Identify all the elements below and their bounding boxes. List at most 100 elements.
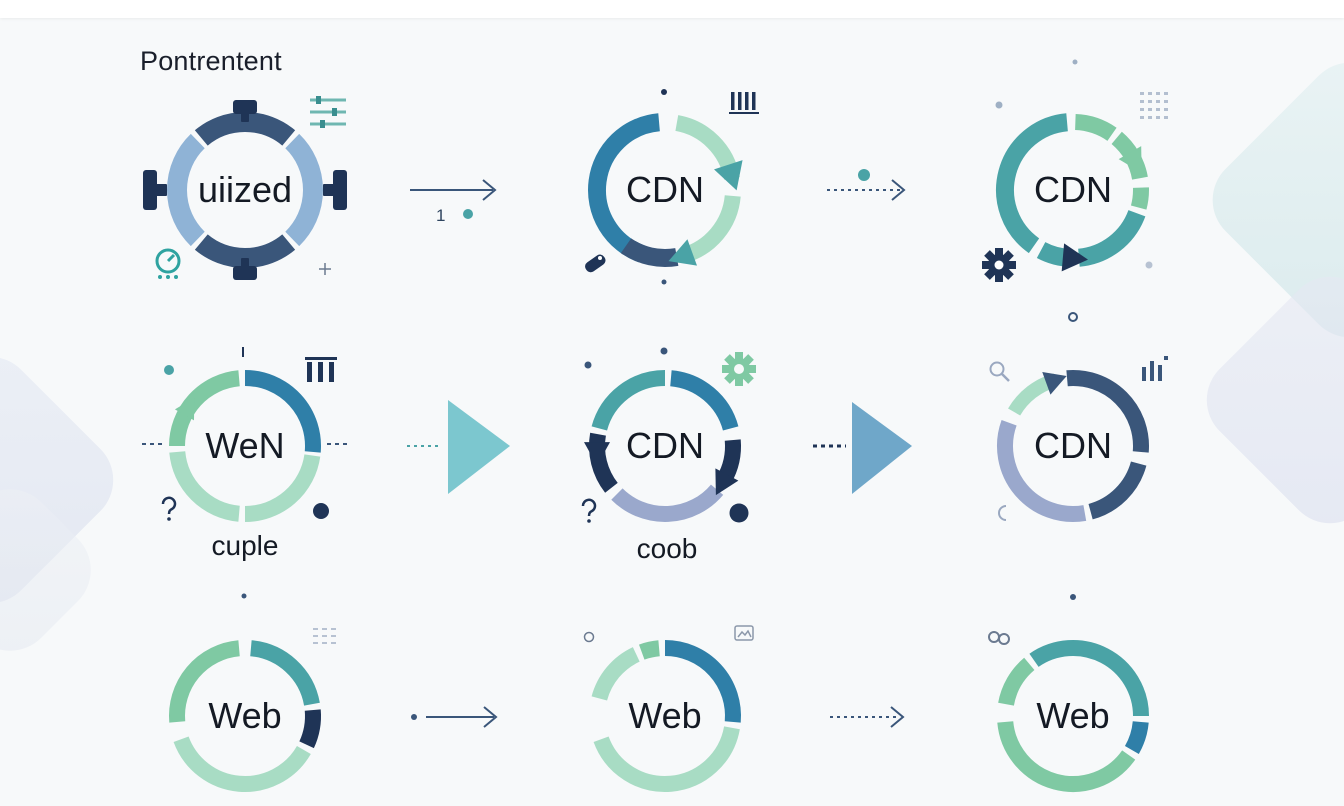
ring-arrowhead — [714, 160, 743, 191]
node-web: Web — [983, 626, 1163, 806]
dash-marker — [327, 443, 347, 445]
background-shape — [1188, 258, 1344, 542]
top-bar — [0, 0, 1344, 18]
ring — [588, 113, 743, 267]
ring-segment — [1077, 209, 1146, 267]
dot-marker — [164, 365, 174, 375]
dash-marker — [142, 443, 162, 445]
ring-handle — [155, 184, 167, 196]
node-caption: coob — [636, 533, 698, 564]
ring-segment — [1066, 370, 1149, 453]
dot-marker — [661, 279, 667, 285]
ring-segment — [169, 370, 241, 447]
ring-segment — [194, 112, 296, 146]
bar-chart-icon — [305, 357, 337, 382]
gear-icon — [982, 248, 1016, 282]
dot-marker — [1145, 261, 1153, 269]
magnifier-icon — [989, 361, 1010, 382]
dot-marker — [729, 503, 749, 523]
ring-arrowhead — [668, 239, 697, 266]
ring — [143, 100, 347, 280]
question-icon — [581, 498, 597, 523]
ring-handle — [333, 170, 347, 210]
ring-segment — [285, 133, 323, 247]
question-icon — [998, 505, 1007, 521]
grid-icon — [1140, 92, 1168, 119]
ring-segment — [1130, 187, 1149, 210]
node-label: CDN — [626, 169, 704, 210]
node-cdn: CDN — [575, 100, 755, 280]
connector-triangle — [407, 400, 510, 494]
node-web: Web — [155, 626, 335, 806]
magnifier-icon — [585, 254, 606, 273]
node-web: Web — [575, 626, 755, 806]
connector-arrow — [411, 706, 498, 728]
ring-arrowhead — [584, 442, 610, 466]
dot-marker — [241, 593, 247, 599]
question-icon — [161, 496, 177, 521]
connector-dashed-arrow — [830, 706, 905, 728]
ring-segment — [1074, 114, 1117, 142]
ring-segment — [169, 640, 241, 723]
node-label: Web — [1036, 695, 1110, 736]
node-label: Web — [628, 695, 702, 736]
connector-dashed-arrow — [827, 179, 906, 201]
gear-icon — [722, 352, 756, 386]
dot-marker — [463, 209, 473, 219]
ring-handle — [241, 110, 249, 122]
bar-chart-icon — [1142, 356, 1168, 381]
connector-arrow — [410, 179, 497, 201]
ring-segment — [591, 647, 640, 701]
ring-segment — [639, 640, 661, 660]
ring-segment — [588, 113, 661, 263]
ring-arrowhead — [174, 397, 195, 421]
node-wen: WeN — [155, 356, 335, 536]
ring-segment — [611, 484, 724, 522]
ring-segment — [996, 113, 1069, 254]
ring-segment — [249, 640, 320, 706]
node-uiized: uiized — [143, 100, 347, 280]
ring-segment — [1124, 720, 1149, 754]
node-label: Web — [208, 695, 282, 736]
gauge-icon — [155, 248, 181, 279]
ring-arrowhead — [1118, 146, 1142, 173]
ring-segment — [167, 133, 205, 247]
bar-chart-icon — [729, 92, 759, 114]
ring — [997, 370, 1149, 522]
ring-segment — [664, 640, 741, 723]
connector-number: 1 — [436, 206, 446, 225]
plus-icon — [319, 263, 331, 275]
connector-triangle — [813, 402, 912, 494]
ring-segment — [669, 370, 739, 431]
ring-segment — [299, 709, 321, 749]
ring-handle — [241, 258, 249, 270]
link-icon — [988, 631, 1010, 645]
node-cdn: CDN — [575, 356, 755, 536]
sliders-icon — [310, 96, 346, 128]
ring-segment — [589, 432, 618, 493]
ring-marker — [583, 631, 595, 643]
ring-handle — [143, 170, 157, 210]
ring-arrowhead — [715, 468, 739, 496]
ring-segment — [244, 370, 321, 453]
ring-handle — [323, 184, 335, 196]
ring-arrowhead — [1061, 243, 1088, 272]
node-label: uiized — [197, 169, 293, 210]
image-icon — [734, 625, 754, 641]
ring-segment — [1029, 640, 1149, 717]
ring-segment — [169, 450, 241, 522]
ring-handle — [233, 266, 257, 280]
ring-marker — [1068, 312, 1078, 322]
dot-marker — [313, 503, 329, 519]
ring-segment — [998, 657, 1035, 706]
ring-handle — [233, 100, 257, 114]
ring-segment — [591, 370, 666, 431]
node-label: CDN — [1034, 425, 1112, 466]
grid-icon — [313, 628, 336, 644]
node-label: CDN — [626, 425, 704, 466]
tick-marker — [242, 347, 244, 357]
node-cdn: CDN — [983, 100, 1163, 280]
ring — [996, 113, 1149, 272]
dot-marker — [584, 361, 592, 369]
dot-marker — [1070, 594, 1076, 600]
